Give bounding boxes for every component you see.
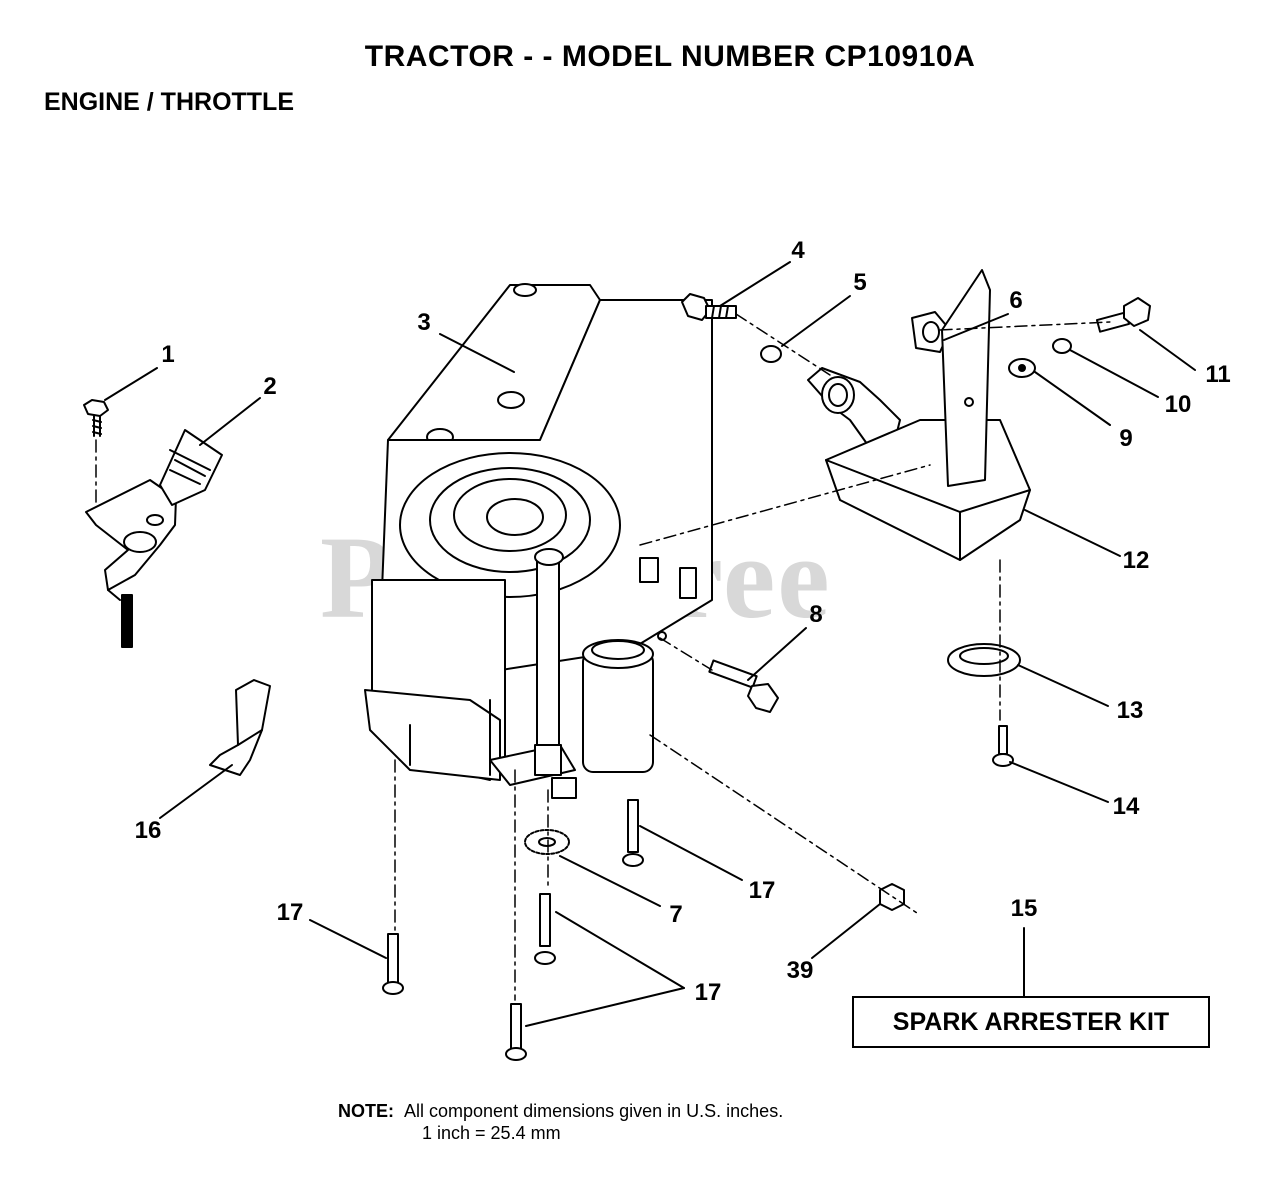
callout-12: 12 <box>1123 547 1150 574</box>
part-2-throttle-bracket <box>85 429 223 648</box>
part-17-bolt-a <box>622 799 644 867</box>
spark-arrester-kit-text: SPARK ARRESTER KIT <box>892 1007 1170 1036</box>
callout-13: 13 <box>1117 697 1144 724</box>
callout-17-right: 17 <box>749 877 776 904</box>
part-5-washer <box>760 345 782 363</box>
part-39-nut <box>879 883 905 911</box>
callout-7: 7 <box>669 901 682 928</box>
callout-6: 6 <box>1009 287 1022 314</box>
part-8-bolt <box>708 659 779 713</box>
part-11-bolt <box>1095 297 1151 333</box>
note-label: NOTE: <box>338 1101 394 1121</box>
part-10-washer <box>1052 338 1072 354</box>
part-14-screw <box>992 725 1014 767</box>
part-12-muffler <box>825 269 1031 561</box>
part-4-bolt <box>681 293 737 321</box>
callout-17-bottom: 17 <box>695 979 722 1006</box>
part-17-bolt-c <box>534 893 556 965</box>
spark-arrester-kit-label: SPARK ARRESTER KIT <box>852 996 1210 1048</box>
part-3-engine <box>364 283 713 799</box>
callout-11: 11 <box>1205 361 1230 388</box>
callout-1: 1 <box>161 341 174 368</box>
callout-16: 16 <box>135 817 162 844</box>
part-17-bolt-d <box>505 1003 527 1061</box>
part-16-bracket <box>209 679 271 776</box>
part-13-heat-shield-ring <box>947 643 1021 677</box>
callout-9: 9 <box>1119 425 1132 452</box>
part-1-bolt <box>83 399 109 437</box>
dimension-note: NOTE: All component dimensions given in U… <box>338 1100 783 1144</box>
diagram-title: TRACTOR - - MODEL NUMBER CP10910A <box>364 40 976 73</box>
callout-15: 15 <box>1011 895 1038 922</box>
note-line-1: All component dimensions given in U.S. i… <box>404 1101 784 1121</box>
leader-lines <box>104 261 1196 1027</box>
callout-5: 5 <box>853 269 866 296</box>
callout-17-left: 17 <box>277 899 304 926</box>
callout-8: 8 <box>809 601 822 628</box>
callout-2: 2 <box>263 373 276 400</box>
callout-3: 3 <box>417 309 430 336</box>
note-line-2: 1 inch = 25.4 mm <box>422 1123 561 1143</box>
part-7-star-washer <box>524 829 570 855</box>
diagram-subtitle: ENGINE / THROTTLE <box>44 88 294 116</box>
callout-4: 4 <box>791 237 805 264</box>
part-17-bolt-b <box>382 933 404 995</box>
callout-14: 14 <box>1113 793 1140 820</box>
callout-39: 39 <box>787 957 814 984</box>
callout-10: 10 <box>1165 391 1192 418</box>
